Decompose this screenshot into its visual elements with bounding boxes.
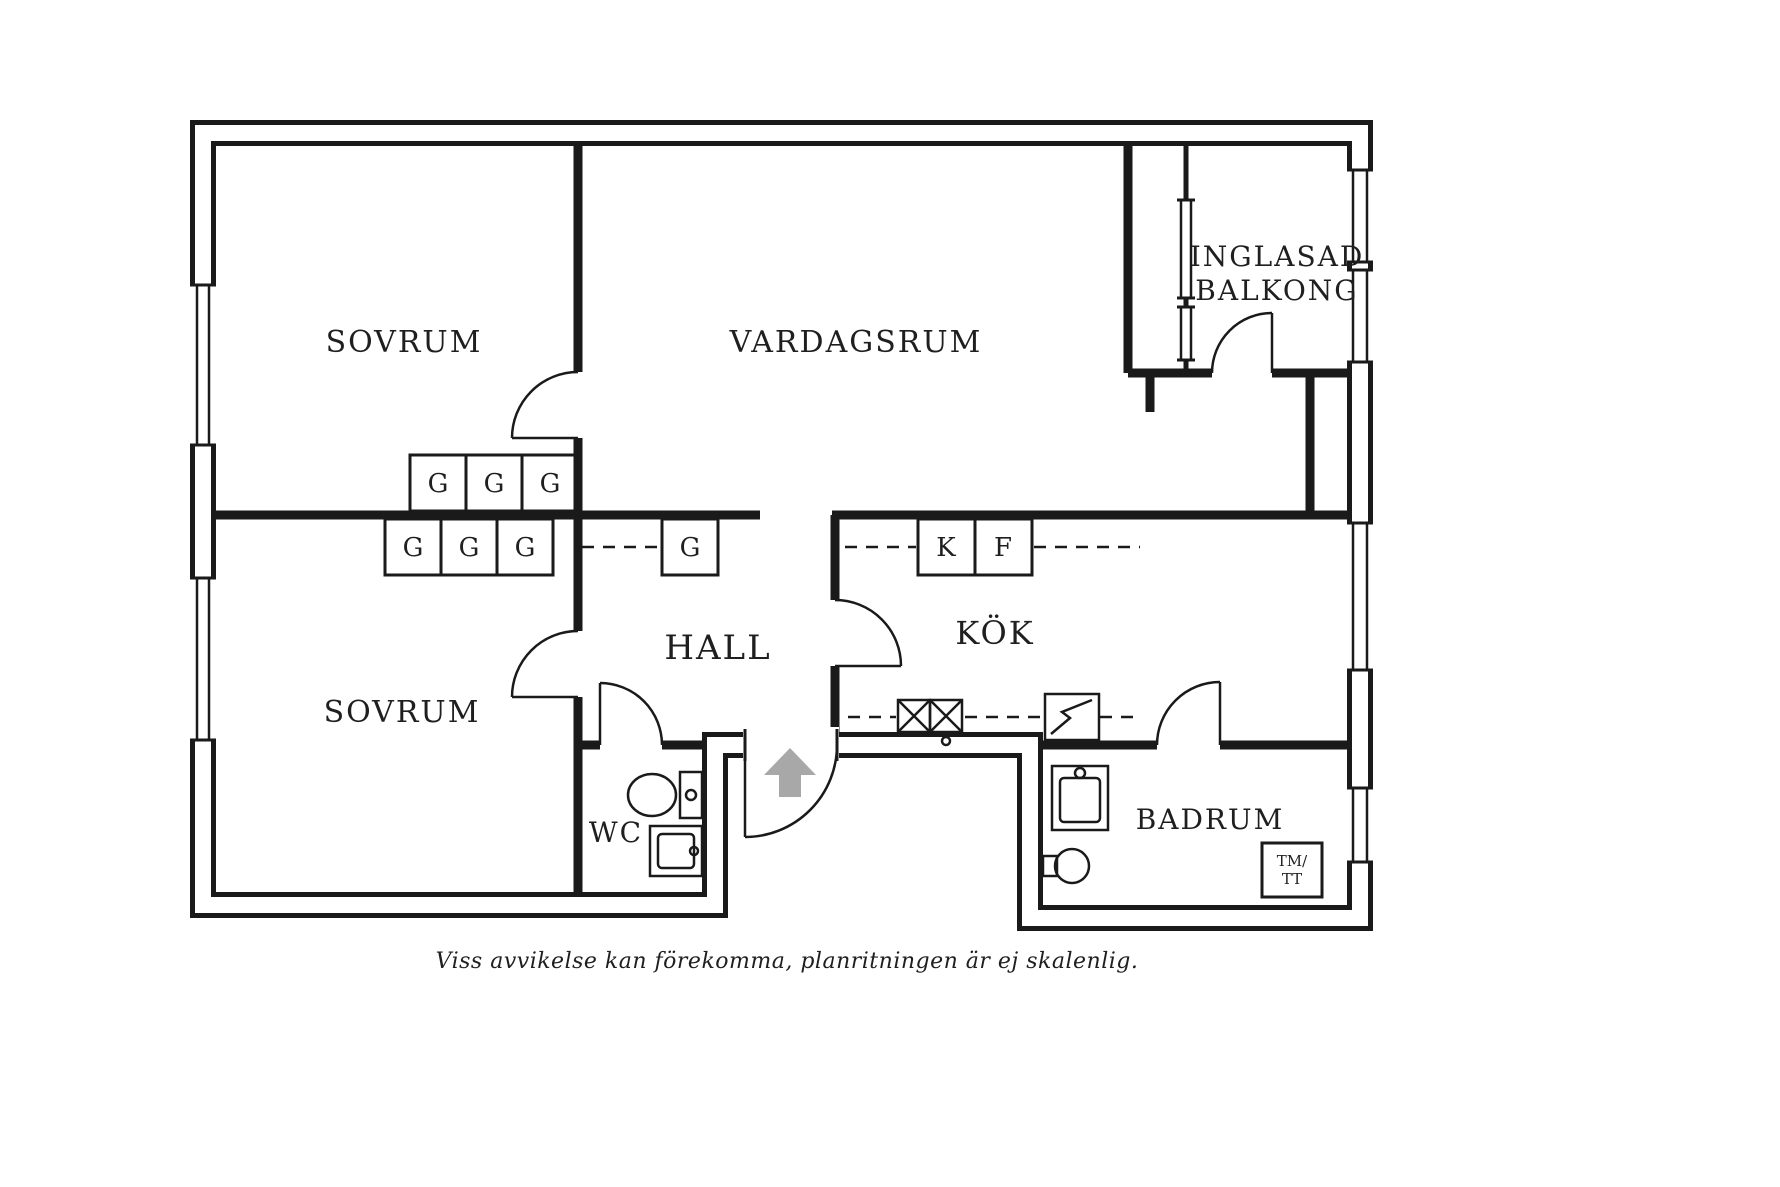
freezer-label: F [994, 533, 1012, 563]
bathroom-door [1155, 680, 1222, 746]
toilet-icon [626, 770, 704, 820]
interior-walls [216, 146, 1347, 892]
stove-icon [1043, 692, 1101, 742]
bathroom-label: BADRUM [1136, 803, 1285, 836]
freezer-box [973, 517, 1034, 577]
window [1345, 268, 1375, 364]
wardrobe-label: G [540, 469, 561, 499]
wardrobe-label: G [484, 469, 505, 499]
bedroom2-label: SOVRUM [324, 695, 481, 730]
kitchen-fixtures: K F [845, 517, 1140, 747]
wc-label: WC [589, 816, 643, 849]
hall-label: HALL [664, 628, 771, 668]
window [1345, 168, 1375, 264]
fridge-label: K [936, 533, 956, 563]
bathroom-fixtures: TM/ TT [1041, 764, 1324, 899]
window [188, 283, 218, 447]
wc-door [598, 681, 664, 746]
room-labels: SOVRUM VARDAGSRUM INGLASAD BALKONG SOVRU… [324, 240, 1365, 849]
wc-sink-icon [648, 824, 704, 878]
bathroom-toilet-icon [1041, 847, 1091, 885]
washer-dryer-icon: TM/ TT [1260, 841, 1324, 899]
window [188, 576, 218, 742]
doors [510, 311, 1274, 839]
wardrobe-label: G [428, 469, 449, 499]
exterior-walls [190, 120, 1373, 931]
wc-fixtures [626, 770, 704, 878]
wardrobe-box [660, 517, 720, 577]
washer-label-line2: TT [1282, 870, 1302, 888]
wardrobe-label: G [459, 533, 480, 563]
wardrobes: G G G G G G G [383, 453, 720, 577]
bathroom-sink-icon [1050, 764, 1110, 832]
balcony-label-line2: BALKONG [1195, 274, 1358, 307]
caption: Viss avvikelse kan förekomma, planritnin… [436, 949, 1139, 974]
entrance-arrow-icon [764, 748, 816, 797]
window [1177, 305, 1195, 362]
kitchen-sink-icon [896, 698, 964, 747]
balcony-door [1210, 311, 1274, 374]
wardrobe-label: G [515, 533, 536, 563]
wardrobe-label: G [680, 533, 701, 563]
balcony-label-line1: INGLASAD [1190, 240, 1365, 273]
bedroom1-label: SOVRUM [326, 325, 483, 360]
wardrobe-box [520, 453, 580, 513]
washer-label-line1: TM/ [1277, 852, 1308, 870]
kitchen-door [834, 598, 903, 668]
windows [188, 168, 1375, 864]
window [1345, 786, 1375, 864]
wardrobe-box [495, 517, 555, 577]
bedroom2-door [510, 629, 579, 699]
window [1345, 521, 1375, 672]
kitchen-label: KÖK [955, 614, 1034, 652]
bedroom1-door [510, 370, 579, 440]
entrance-door [743, 744, 839, 839]
living-room-label: VARDAGSRUM [729, 325, 983, 360]
wardrobe-label: G [403, 533, 424, 563]
window [1177, 198, 1195, 300]
